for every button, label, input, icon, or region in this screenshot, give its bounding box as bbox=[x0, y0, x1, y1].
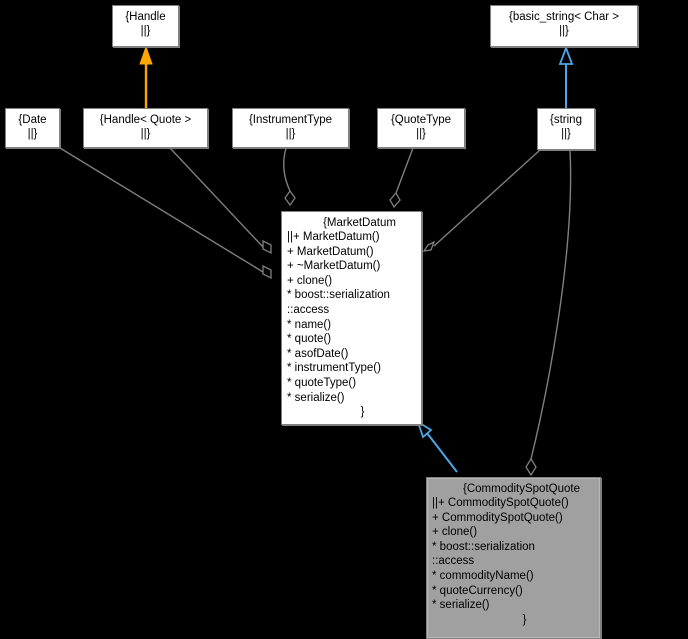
member-line: + CommoditySpotQuote() bbox=[432, 511, 563, 524]
handle-node[interactable]: {Handle ||} bbox=[112, 5, 179, 47]
date-node-title: {Date bbox=[18, 114, 47, 126]
date-node-type: ||} bbox=[27, 128, 38, 140]
handle-node-body: {Handle ||} bbox=[113, 6, 178, 46]
handle-node-title: {Handle bbox=[125, 11, 166, 23]
commodity-spot-quote-member-list: ||+ CommoditySpotQuote() + CommoditySpotQ… bbox=[432, 496, 595, 613]
member-line: ||+ MarketDatum() bbox=[287, 231, 380, 243]
market-datum-member-list: ||+ MarketDatum() + MarketDatum() + ~Marke… bbox=[287, 230, 416, 405]
commodity-spot-quote-node-title: {CommoditySpotQuote bbox=[463, 483, 580, 495]
handle-quote-node-body: {Handle< Quote > ||} bbox=[84, 109, 207, 147]
edge-handle-quote-inherits-handle bbox=[139, 45, 153, 108]
basic-string-node-title: {basic_string< Char > bbox=[509, 11, 619, 23]
quote-type-node-body: {QuoteType ||} bbox=[378, 109, 464, 147]
handle-quote-node[interactable]: {Handle< Quote > ||} bbox=[83, 108, 208, 148]
instrument-type-node-type: ||} bbox=[285, 128, 296, 140]
member-line: ::access bbox=[287, 303, 330, 316]
basic-string-node-type: ||} bbox=[559, 25, 569, 37]
string-node[interactable]: {string ||} bbox=[537, 108, 595, 150]
handle-quote-node-title: {Handle< Quote > bbox=[99, 114, 192, 126]
member-line: * boost::serialization bbox=[432, 540, 535, 553]
member-line: * name() bbox=[287, 318, 332, 331]
instrument-type-node-body: {InstrumentType ||} bbox=[233, 109, 348, 147]
edge-string-aggregates-commodity-spot-quote bbox=[525, 149, 572, 477]
edge-instrument-type-aggregates-market-datum bbox=[283, 147, 296, 207]
string-node-title: {string bbox=[550, 114, 582, 126]
handle-node-type: ||} bbox=[140, 25, 151, 37]
date-node[interactable]: {Date ||} bbox=[5, 108, 60, 148]
market-datum-closing-brace: } bbox=[360, 406, 365, 419]
commodity-spot-quote-closing-brace: } bbox=[522, 613, 527, 626]
market-datum-node-body: {MarketDatum ||+ MarketDatum() + MarketDa… bbox=[282, 212, 421, 424]
edge-date-aggregates-market-datum bbox=[59, 147, 272, 280]
quote-type-node-title: {QuoteType bbox=[390, 114, 452, 126]
basic-string-node-body: {basic_string< Char > ||} bbox=[491, 6, 637, 46]
member-line: * quoteType() bbox=[287, 376, 357, 389]
string-node-type: ||} bbox=[561, 128, 571, 140]
edge-quote-type-aggregates-market-datum bbox=[389, 147, 414, 209]
instrument-type-node[interactable]: {InstrumentType ||} bbox=[232, 108, 349, 148]
market-datum-node-title: {MarketDatum bbox=[323, 217, 396, 229]
instrument-type-node-title: {InstrumentType bbox=[248, 114, 333, 126]
member-line: * instrumentType() bbox=[287, 362, 381, 375]
member-line: * quote() bbox=[287, 333, 332, 346]
member-line: * serialize() bbox=[432, 599, 490, 612]
member-line: * commodityName() bbox=[432, 569, 534, 582]
member-line: + ~MarketDatum() bbox=[287, 260, 381, 273]
edge-handle-quote-aggregates-market-datum bbox=[169, 147, 272, 255]
member-line: * boost::serialization bbox=[287, 289, 390, 302]
quote-type-node-type: ||} bbox=[416, 128, 426, 140]
member-line: + clone() bbox=[432, 526, 478, 539]
member-line: * serialize() bbox=[287, 391, 345, 404]
member-line: + MarketDatum() bbox=[287, 245, 374, 258]
member-line: * quoteCurrency() bbox=[432, 584, 523, 597]
member-line: + clone() bbox=[287, 274, 333, 287]
edge-string-aggregates-market-datum bbox=[422, 149, 541, 252]
commodity-spot-quote-node[interactable]: {CommoditySpotQuote ||+ CommoditySpotQuo… bbox=[426, 477, 601, 639]
edge-commodity-spot-quote-inherits-market-datum bbox=[416, 419, 458, 473]
commodity-spot-quote-node-body: {CommoditySpotQuote ||+ CommoditySpotQuo… bbox=[427, 478, 600, 638]
quote-type-node[interactable]: {QuoteType ||} bbox=[377, 108, 465, 148]
member-line: ::access bbox=[432, 555, 475, 568]
string-node-body: {string ||} bbox=[538, 109, 594, 149]
member-line: ||+ CommoditySpotQuote() bbox=[432, 497, 569, 509]
date-node-body: {Date ||} bbox=[6, 109, 59, 147]
market-datum-node[interactable]: {MarketDatum ||+ MarketDatum() + MarketDa… bbox=[281, 211, 422, 425]
edge-string-inherits-basic-string bbox=[558, 45, 574, 108]
basic-string-node[interactable]: {basic_string< Char > ||} bbox=[490, 5, 638, 47]
handle-quote-node-type: ||} bbox=[140, 128, 151, 140]
member-line: * asofDate() bbox=[287, 347, 349, 360]
